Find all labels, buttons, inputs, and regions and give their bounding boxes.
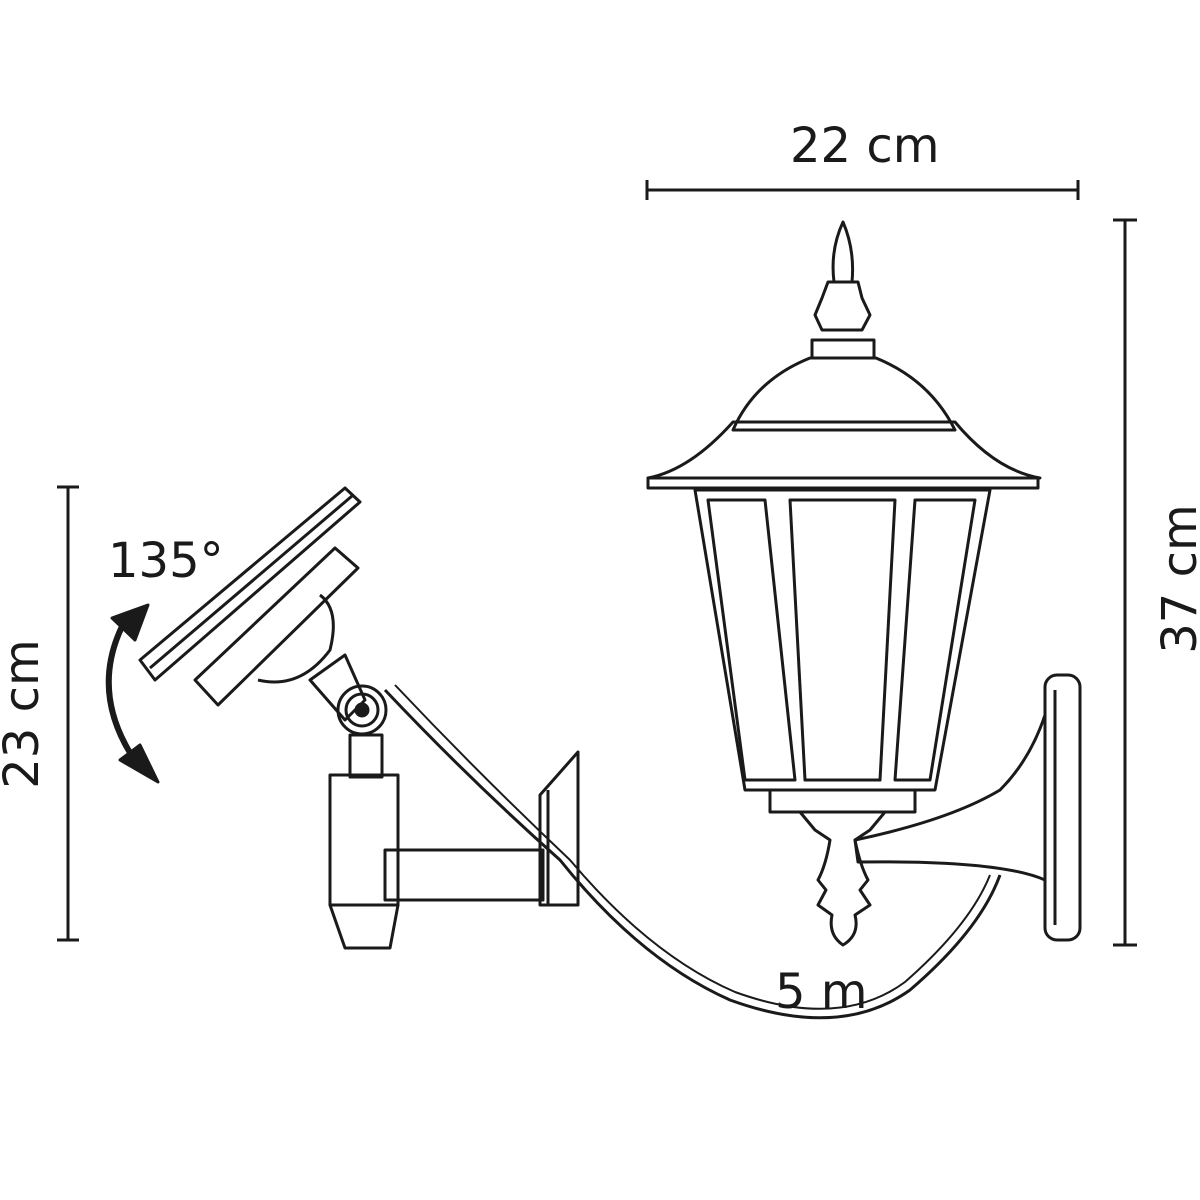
width-label: 22 cm [790, 118, 940, 174]
rotation-arrow-icon [105, 603, 160, 784]
solar-height-dimension-line [57, 485, 79, 942]
solar-height-label: 23 cm [0, 639, 50, 789]
cable [383, 688, 1002, 1020]
lantern-lamp [646, 220, 1082, 947]
height-dimension-line [1113, 218, 1137, 947]
width-dimension-line [645, 180, 1080, 200]
solar-panel [138, 486, 388, 779]
height-label: 37 cm [1152, 504, 1200, 654]
tilt-angle-label: 135° [108, 533, 224, 589]
wall-bracket [328, 750, 580, 950]
cable-length-label: 5 m [775, 964, 868, 1020]
cable-inner [394, 684, 991, 1010]
